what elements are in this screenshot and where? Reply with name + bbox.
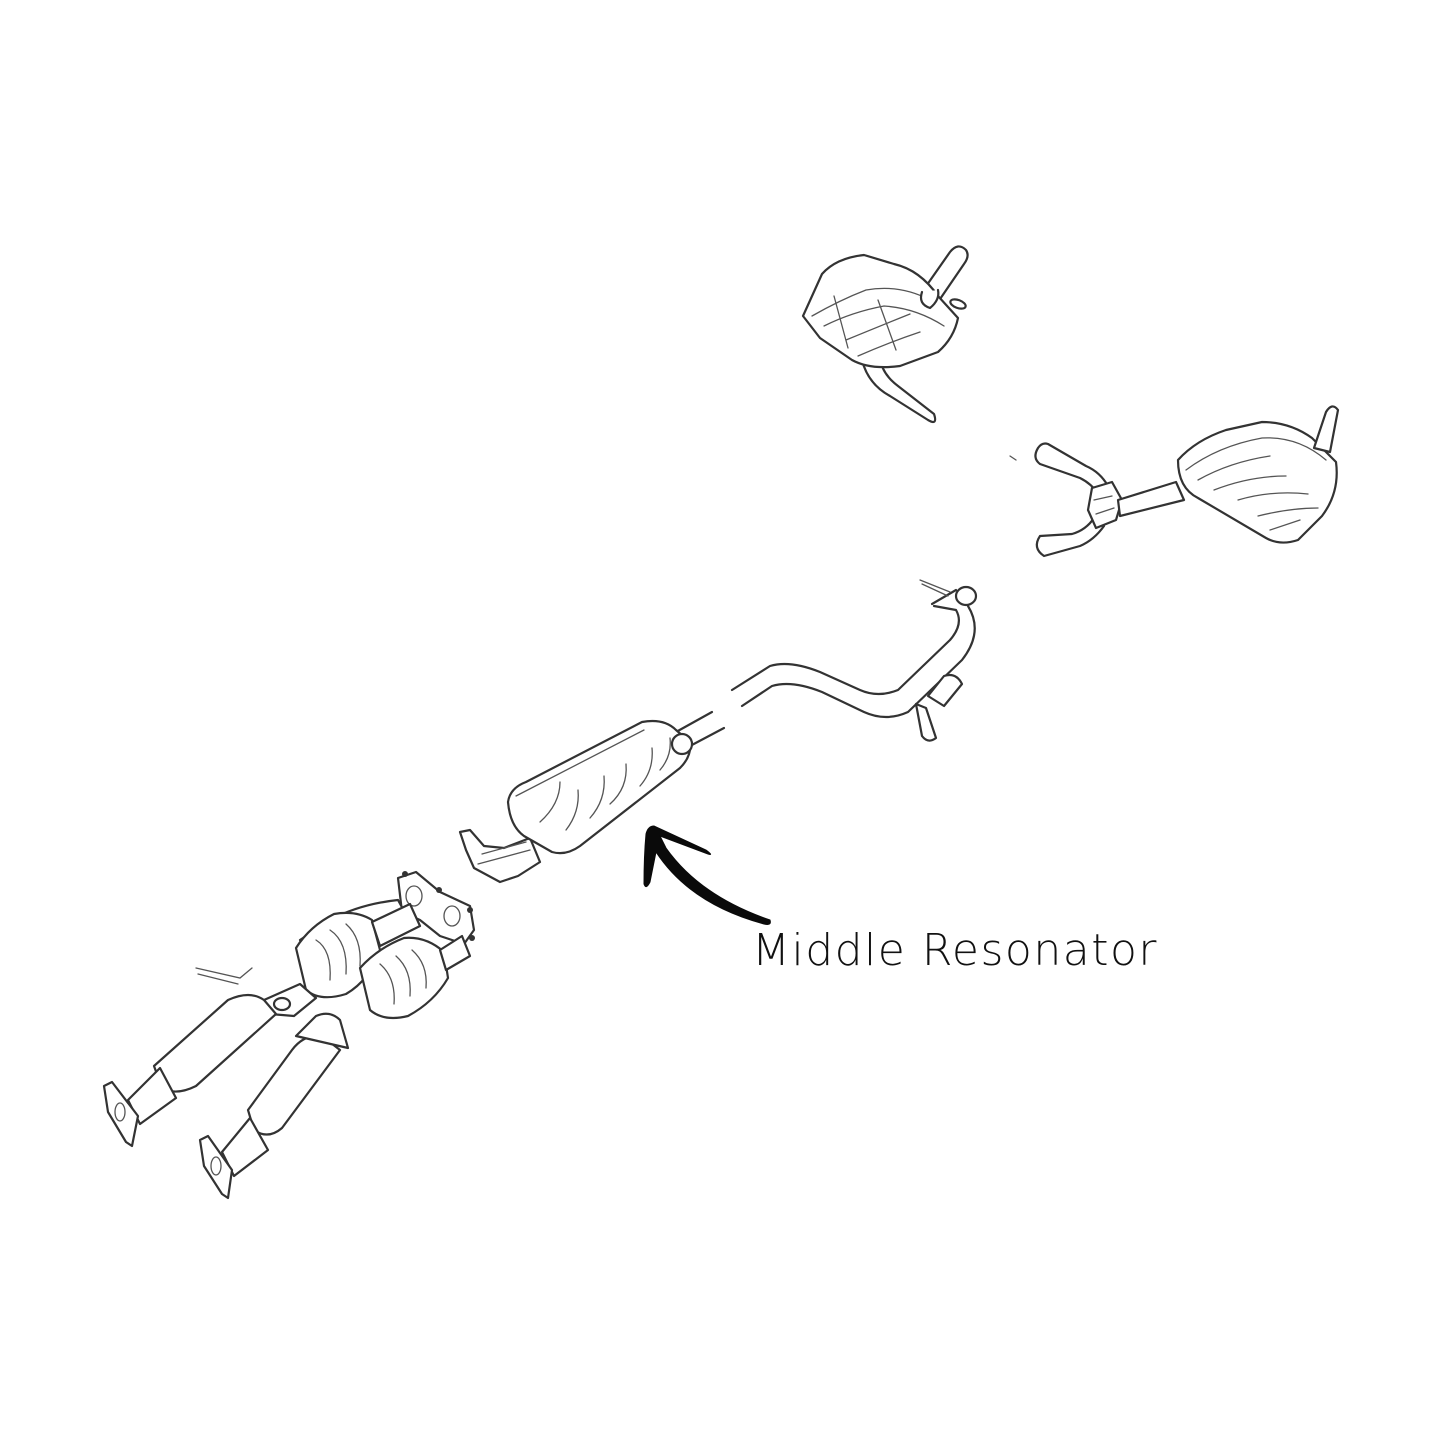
middle-resonator bbox=[458, 719, 694, 884]
callout-arrow bbox=[643, 825, 771, 925]
callout-label: Middle Resonator bbox=[752, 925, 1158, 976]
rear-muffler-right bbox=[1034, 405, 1340, 558]
center-pipe bbox=[674, 579, 978, 748]
break-mark bbox=[1009, 455, 1017, 461]
rear-muffler-left bbox=[801, 245, 969, 424]
front-pipe-catalytic bbox=[102, 870, 476, 1200]
